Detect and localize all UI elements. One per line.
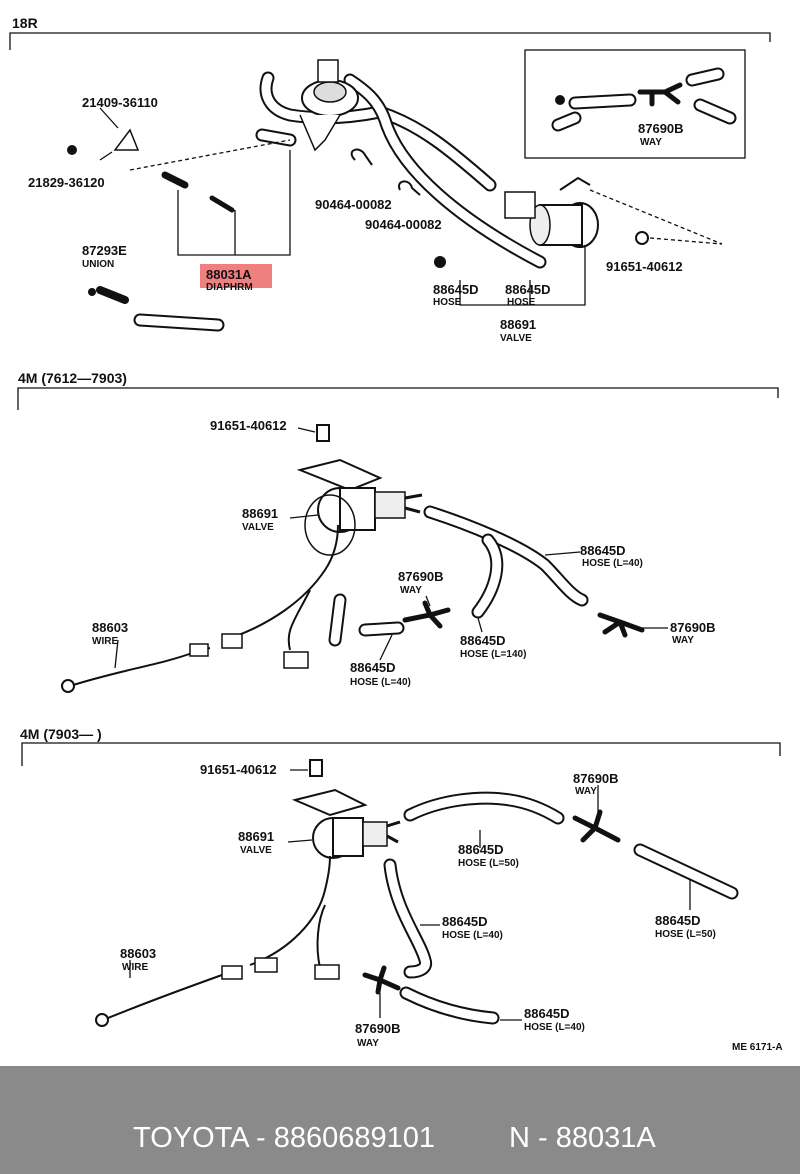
inset-hoses bbox=[551, 67, 737, 132]
label-88645d-a: 88645D bbox=[433, 282, 479, 297]
label-88691-4m-b-name: VALVE bbox=[240, 845, 272, 856]
wire-4m-a bbox=[61, 524, 339, 693]
label-88645d-b: 88645D bbox=[505, 282, 551, 297]
section-title-4m-early: 4M (7612—7903) bbox=[18, 370, 127, 386]
label-87690b-4m-a-1: 87690B bbox=[398, 569, 444, 584]
label-21409: 21409-36110 bbox=[82, 95, 158, 110]
label-88645d-4m-b-1-name: HOSE (L=50) bbox=[458, 858, 519, 869]
label-21829: 21829-36120 bbox=[28, 175, 105, 190]
label-88645d-4m-b-2-name: HOSE (L=40) bbox=[442, 930, 503, 941]
label-87690b-4m-b-2: 87690B bbox=[355, 1021, 401, 1036]
section-bracket bbox=[9, 32, 771, 50]
diaphragm-canister bbox=[299, 59, 359, 152]
label-88645d-a-name: HOSE bbox=[433, 297, 462, 308]
label-88691-4m-b: 88691 bbox=[238, 829, 274, 844]
reference-code: ME 6171-A bbox=[732, 1042, 783, 1053]
label-88603-4m-a: 88603 bbox=[92, 620, 128, 635]
label-88645d-4m-a-1-name: HOSE (L=40) bbox=[582, 558, 643, 569]
valve-assembly-4m-a bbox=[296, 424, 423, 556]
label-88691-name: VALVE bbox=[500, 333, 532, 344]
ways-4m-a bbox=[402, 600, 645, 638]
label-88691-4m-a: 88691 bbox=[242, 506, 278, 521]
wire-4m-b bbox=[95, 855, 340, 1027]
label-87690b-4m-a-1-name: WAY bbox=[400, 585, 422, 596]
label-88691: 88691 bbox=[500, 317, 536, 332]
label-87293e-name: UNION bbox=[82, 259, 114, 270]
valve-assembly-4m-b bbox=[291, 759, 401, 859]
label-88645d-4m-b-2: 88645D bbox=[442, 914, 488, 929]
label-88645d-4m-a-3: 88645D bbox=[350, 660, 396, 675]
label-87690b-4m-b-1: 87690B bbox=[573, 771, 619, 786]
footer-brand-part-number: TOYOTA - 8860689101 bbox=[133, 1122, 436, 1154]
label-88603-4m-a-name: WIRE bbox=[92, 636, 118, 647]
label-88645d-4m-a-2-name: HOSE (L=140) bbox=[460, 649, 526, 660]
footer-bar: TOYOTA - 8860689101 N - 88031A bbox=[0, 1066, 800, 1174]
highlight-88031a bbox=[200, 264, 272, 288]
leaders-4m-a bbox=[114, 427, 668, 669]
label-87690b-4m-a-2-name: WAY bbox=[672, 635, 694, 646]
label-88603-4m-b: 88603 bbox=[120, 946, 156, 961]
label-88645d-4m-b-1: 88645D bbox=[458, 842, 504, 857]
label-91651-4m-a: 91651-40612 bbox=[210, 418, 287, 433]
section-4m-late: 4M (7903— ) bbox=[20, 726, 783, 1053]
label-88645d-4m-b-4: 88645D bbox=[524, 1006, 570, 1021]
label-87690b-4m-b-2-name: WAY bbox=[357, 1038, 379, 1049]
section-bracket bbox=[17, 387, 779, 410]
inset-box bbox=[524, 49, 746, 159]
label-87690b-name: WAY bbox=[640, 137, 662, 148]
footer-n-code: N - 88031A bbox=[509, 1122, 656, 1154]
label-88603-4m-b-name: WIRE bbox=[122, 962, 148, 973]
section-18r: 18R 87690B WAY bbox=[9, 15, 771, 344]
label-88031a: 88031A bbox=[206, 267, 252, 282]
label-90464-b: 90464-00082 bbox=[365, 217, 442, 232]
label-90464-a: 90464-00082 bbox=[315, 197, 392, 212]
small-parts-18r bbox=[67, 128, 649, 304]
label-88645d-4m-a-2: 88645D bbox=[460, 633, 506, 648]
main-hose-18r bbox=[133, 71, 547, 332]
section-title-4m-late: 4M (7903— ) bbox=[20, 726, 102, 742]
label-88691-4m-a-name: VALVE bbox=[242, 522, 274, 533]
label-87690b-4m-a-2: 87690B bbox=[670, 620, 716, 635]
label-88645d-4m-a-3-name: HOSE (L=40) bbox=[350, 677, 411, 688]
label-88031a-name: DIAPHRM bbox=[206, 282, 253, 293]
ways-4m-b bbox=[362, 809, 621, 995]
hoses-4m-a bbox=[328, 505, 589, 647]
hoses-4m-b bbox=[383, 791, 739, 1025]
label-88645d-4m-a-1: 88645D bbox=[580, 543, 626, 558]
label-87293e: 87293E bbox=[82, 243, 127, 258]
label-91651: 91651-40612 bbox=[606, 259, 683, 274]
label-87690b-4m-b-1-name: WAY bbox=[575, 786, 597, 797]
section-4m-early: 4M (7612—7903) bbox=[17, 370, 779, 693]
label-91651-4m-b: 91651-40612 bbox=[200, 762, 277, 777]
vacuum-valve-18r bbox=[504, 176, 599, 248]
label-88645d-b-name: HOSE bbox=[507, 297, 536, 308]
label-88645d-4m-b-4-name: HOSE (L=40) bbox=[524, 1022, 585, 1033]
section-bracket bbox=[21, 742, 781, 766]
label-87690b: 87690B bbox=[638, 121, 684, 136]
leaders-4m-b bbox=[129, 769, 691, 1021]
label-88645d-4m-b-3-name: HOSE (L=50) bbox=[655, 929, 716, 940]
section-title-18r: 18R bbox=[12, 15, 38, 31]
parts-diagram: 18R 87690B WAY bbox=[9, 15, 783, 1053]
leader-lines-18r bbox=[99, 107, 723, 306]
label-88645d-4m-b-3: 88645D bbox=[655, 913, 701, 928]
